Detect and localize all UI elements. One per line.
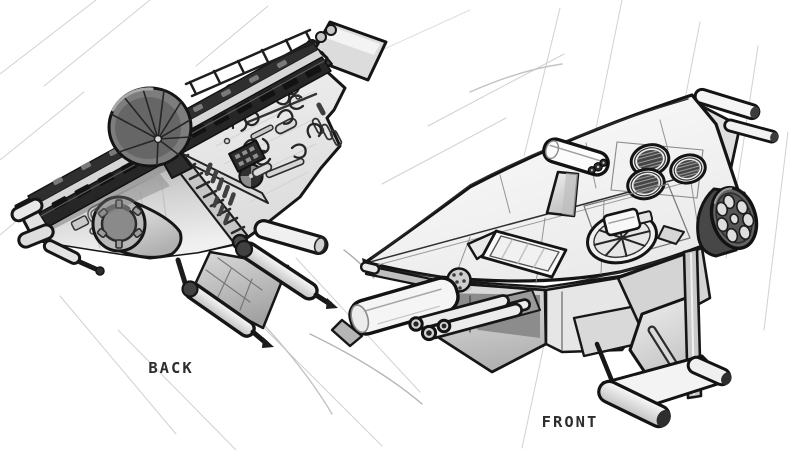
tail-antenna-bars — [693, 87, 779, 144]
front-view-label: FRONT — [542, 413, 599, 431]
back-view-sketch — [10, 20, 388, 348]
drum-wheel — [696, 185, 759, 258]
intake-grilles — [610, 141, 707, 201]
side-cylinder — [253, 219, 329, 255]
dish-antenna — [107, 86, 193, 179]
chin-rail-nub — [359, 261, 381, 275]
lower-wing-skid — [175, 239, 338, 348]
skid-roller-front — [597, 379, 671, 429]
hatch-clamps — [96, 199, 144, 249]
cannon-muzzles — [408, 316, 452, 342]
skid-roller-rear — [686, 355, 732, 387]
canopy-window — [466, 229, 568, 279]
back-view-label: BACK — [148, 359, 193, 377]
keel-vents — [204, 162, 236, 225]
gun-pod — [542, 137, 610, 218]
turbine-fan — [583, 183, 691, 265]
triple-barrel-cannon — [408, 289, 541, 342]
landing-leg — [594, 247, 732, 429]
access-hatch-drum — [91, 174, 183, 259]
wingtip-struts — [10, 197, 105, 276]
guard-railing — [184, 28, 318, 98]
keypad-panel — [228, 139, 266, 173]
thruster-plate — [306, 20, 388, 82]
front-view-sketch — [330, 87, 779, 429]
